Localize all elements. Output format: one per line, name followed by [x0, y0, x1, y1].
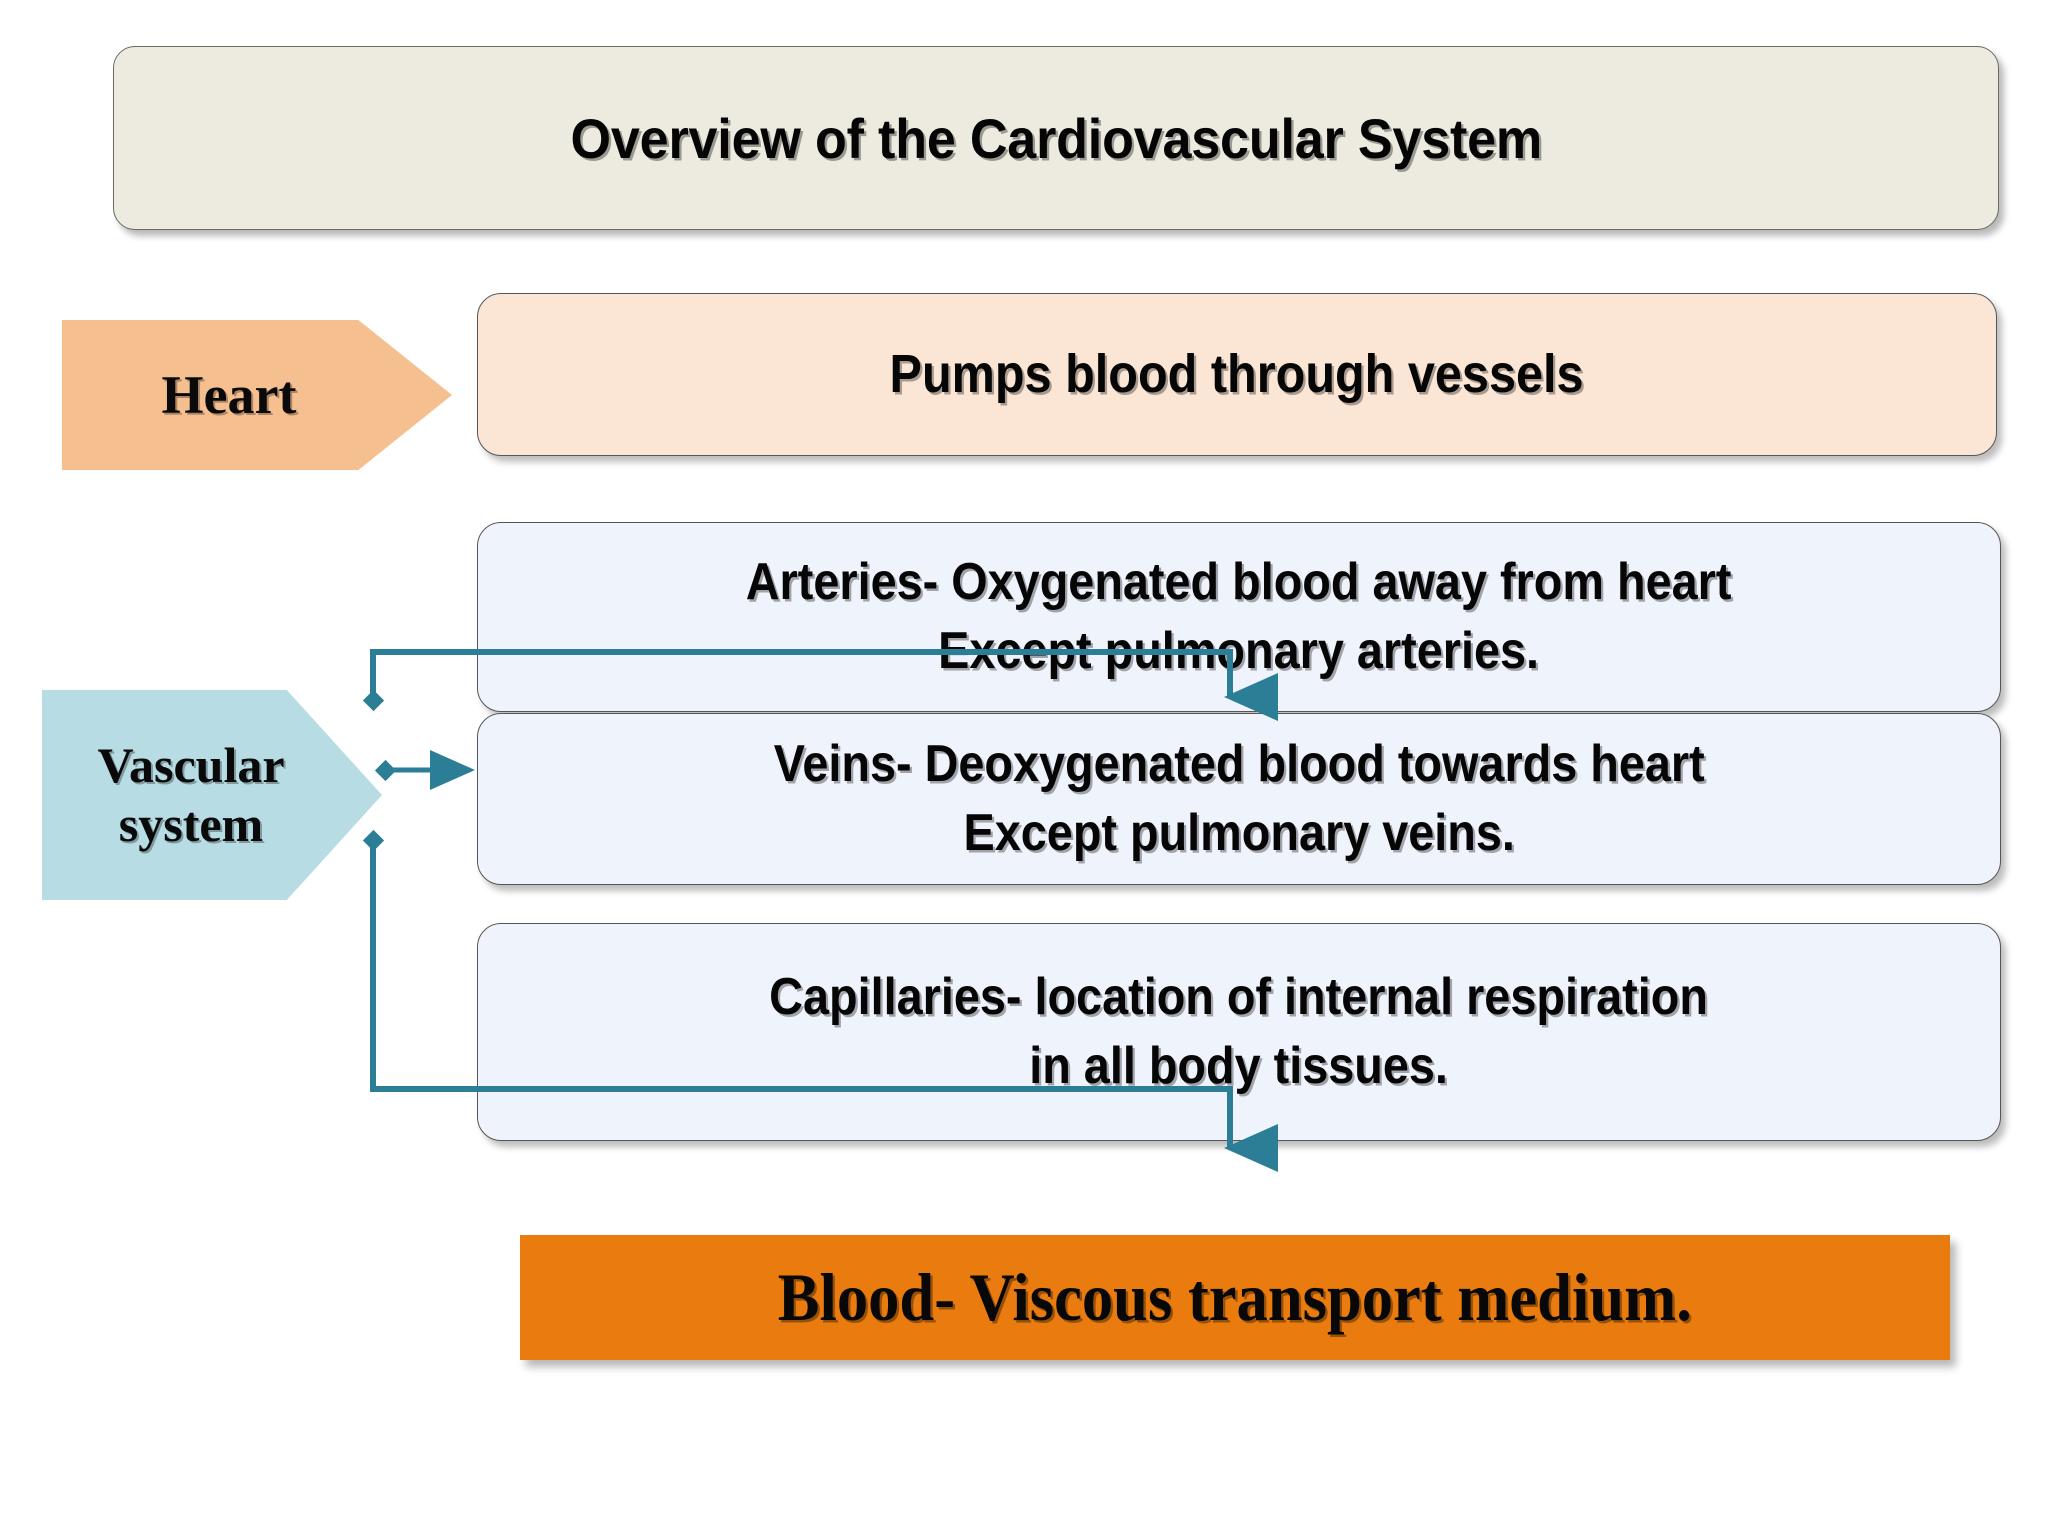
connector-start-diamond	[374, 759, 397, 782]
detail-box-capillaries-text: Capillaries- location of internal respir…	[769, 968, 1709, 1095]
connector-start-diamond	[362, 689, 385, 712]
detail-box-veins-text: Veins- Deoxygenated blood towards heart …	[773, 735, 1705, 862]
page-title: Overview of the Cardiovascular System	[570, 106, 1542, 170]
detail-box-veins[interactable]: Veins- Deoxygenated blood towards heart …	[477, 713, 2001, 885]
detail-box-arteries-text: Arteries- Oxygenated blood away from hea…	[746, 553, 1732, 680]
branch-label-vascular-system-text: Vascular system	[97, 736, 284, 854]
branch-label-vascular-line2: system	[118, 796, 264, 852]
blood-bar[interactable]: Blood- Viscous transport medium.	[520, 1235, 1950, 1360]
branch-label-vascular-line1: Vascular	[97, 737, 285, 793]
connector-start-diamond	[362, 829, 385, 852]
detail-box-capillaries[interactable]: Capillaries- location of internal respir…	[477, 923, 2001, 1141]
title-banner: Overview of the Cardiovascular System	[113, 46, 1999, 230]
blood-bar-text: Blood- Viscous transport medium.	[777, 1259, 1693, 1335]
detail-box-arteries[interactable]: Arteries- Oxygenated blood away from hea…	[477, 522, 2001, 712]
detail-box-pumps[interactable]: Pumps blood through vessels	[477, 293, 1997, 456]
branch-label-heart[interactable]: Heart	[62, 320, 452, 470]
connector-to-veins	[374, 750, 475, 790]
detail-box-pumps-text: Pumps blood through vessels	[889, 343, 1584, 404]
branch-label-heart-text: Heart	[161, 365, 297, 425]
branch-label-vascular-system[interactable]: Vascular system	[42, 690, 382, 900]
